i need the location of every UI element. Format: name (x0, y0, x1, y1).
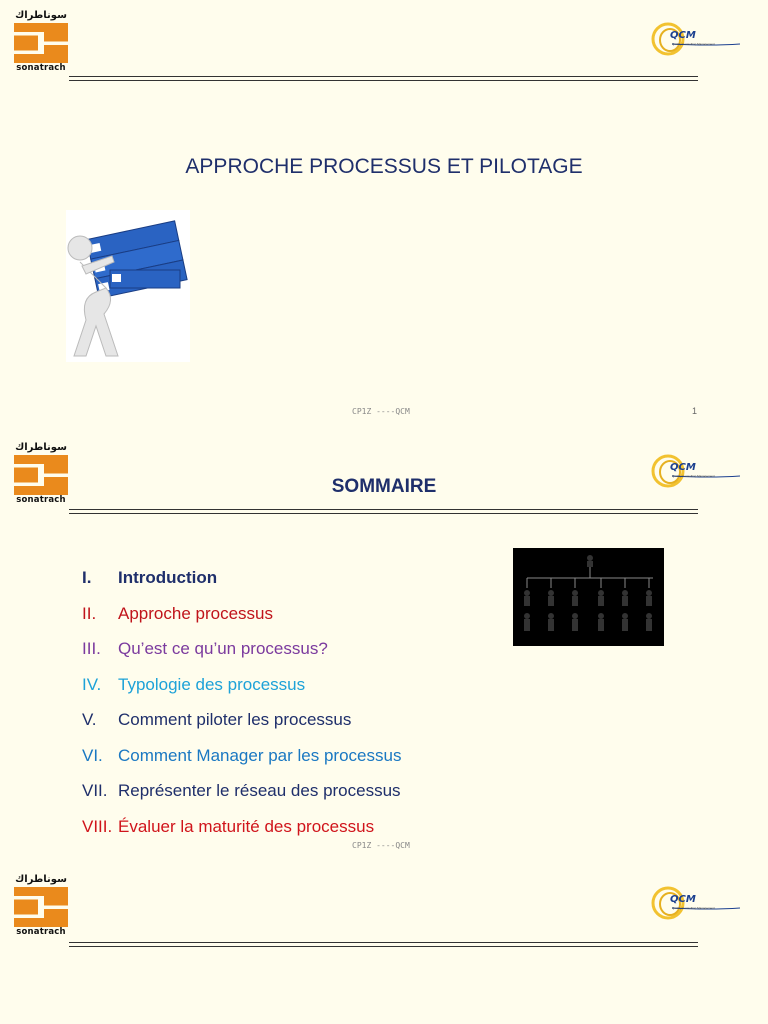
slide-2: سوناطراك sonatrach QCM Quality Consultin… (0, 432, 768, 864)
qcm-text: QCM (670, 462, 696, 473)
slide-3: سوناطراك sonatrach QCM Quality Consultin… (0, 864, 768, 1024)
toc-item-number: IV. (82, 674, 102, 694)
qcm-logo: QCM Quality Consulting Management (650, 452, 745, 492)
qcm-logo: QCM Quality Consulting Management (650, 884, 745, 924)
slide-footer: CP1Z ----QCM (352, 841, 410, 850)
toc-item-label: Qu’est ce qu’un processus? (118, 639, 328, 658)
toc-item: V. Comment piloter les processus (82, 710, 502, 746)
qcm-logo: QCM Quality Consulting Management (650, 20, 745, 60)
qcm-swirl-icon (651, 454, 741, 488)
toc-item: VII. Représenter le réseau des processus (82, 781, 502, 817)
sonatrach-mark-icon (14, 887, 68, 927)
header-rule (69, 509, 698, 516)
figure-carrying-binders-icon (66, 210, 190, 362)
sonatrach-logo: سوناطراك sonatrach (13, 442, 69, 505)
header-rule (69, 942, 698, 949)
toc-item: IV. Typologie des processus (82, 675, 502, 711)
toc-item-number: VIII. (82, 816, 113, 836)
slide-1: سوناطراك sonatrach QCM Quality Consultin… (0, 0, 768, 432)
slide-footer: CP1Z ----QCM (352, 407, 410, 416)
sonatrach-arabic-text: سوناطراك (15, 874, 67, 885)
toc-item: I. Introduction (82, 568, 502, 604)
toc-item-number: VII. (82, 781, 108, 800)
toc-item-label: Comment piloter les processus (118, 710, 352, 729)
sonatrach-latin-text: sonatrach (16, 63, 66, 73)
qcm-subtitle: Quality Consulting Management (672, 42, 715, 46)
toc-item-number: I. (82, 568, 92, 587)
toc-item: VI. Comment Manager par les processus (82, 746, 502, 782)
toc-item-label: Typologie des processus (118, 674, 306, 694)
qcm-swirl-icon (651, 886, 741, 920)
toc-item-label: Approche processus (118, 603, 273, 623)
sonatrach-mark-icon (14, 455, 68, 495)
slide-title: SOMMAIRE (331, 476, 437, 497)
page-number: 1 (692, 406, 698, 416)
qcm-subtitle: Quality Consulting Management (672, 906, 715, 910)
sonatrach-latin-text: sonatrach (16, 927, 66, 937)
toc-item-number: VI. (82, 745, 103, 765)
sonatrach-mark-icon (14, 23, 68, 63)
sonatrach-logo: سوناطراك sonatrach (13, 10, 69, 73)
qcm-subtitle: Quality Consulting Management (672, 474, 715, 478)
slide-title: APPROCHE PROCESSUS ET PILOTAGE (185, 155, 583, 178)
sonatrach-latin-text: sonatrach (16, 495, 66, 505)
sonatrach-arabic-text: سوناطراك (15, 10, 67, 21)
toc-item: II. Approche processus (82, 604, 502, 640)
toc-item-label: Comment Manager par les processus (118, 745, 402, 765)
toc-item-number: III. (82, 639, 101, 658)
toc-item-label: Introduction (118, 568, 218, 587)
toc-item: III. Qu’est ce qu’un processus? (82, 639, 502, 675)
org-chart-icon (513, 548, 664, 646)
header-rule (69, 76, 698, 83)
qcm-swirl-icon (651, 22, 741, 56)
sonatrach-arabic-text: سوناطراك (15, 442, 67, 453)
qcm-text: QCM (670, 894, 696, 905)
toc-item-label: Représenter le réseau des processus (118, 781, 401, 800)
toc-item-number: V. (82, 710, 97, 729)
toc-item-number: II. (82, 603, 97, 623)
sonatrach-logo: سوناطراك sonatrach (13, 874, 69, 937)
toc-item: VIII.Évaluer la maturité des processus (82, 817, 502, 853)
qcm-text: QCM (670, 30, 696, 41)
toc-item-label: Évaluer la maturité des processus (118, 816, 375, 836)
